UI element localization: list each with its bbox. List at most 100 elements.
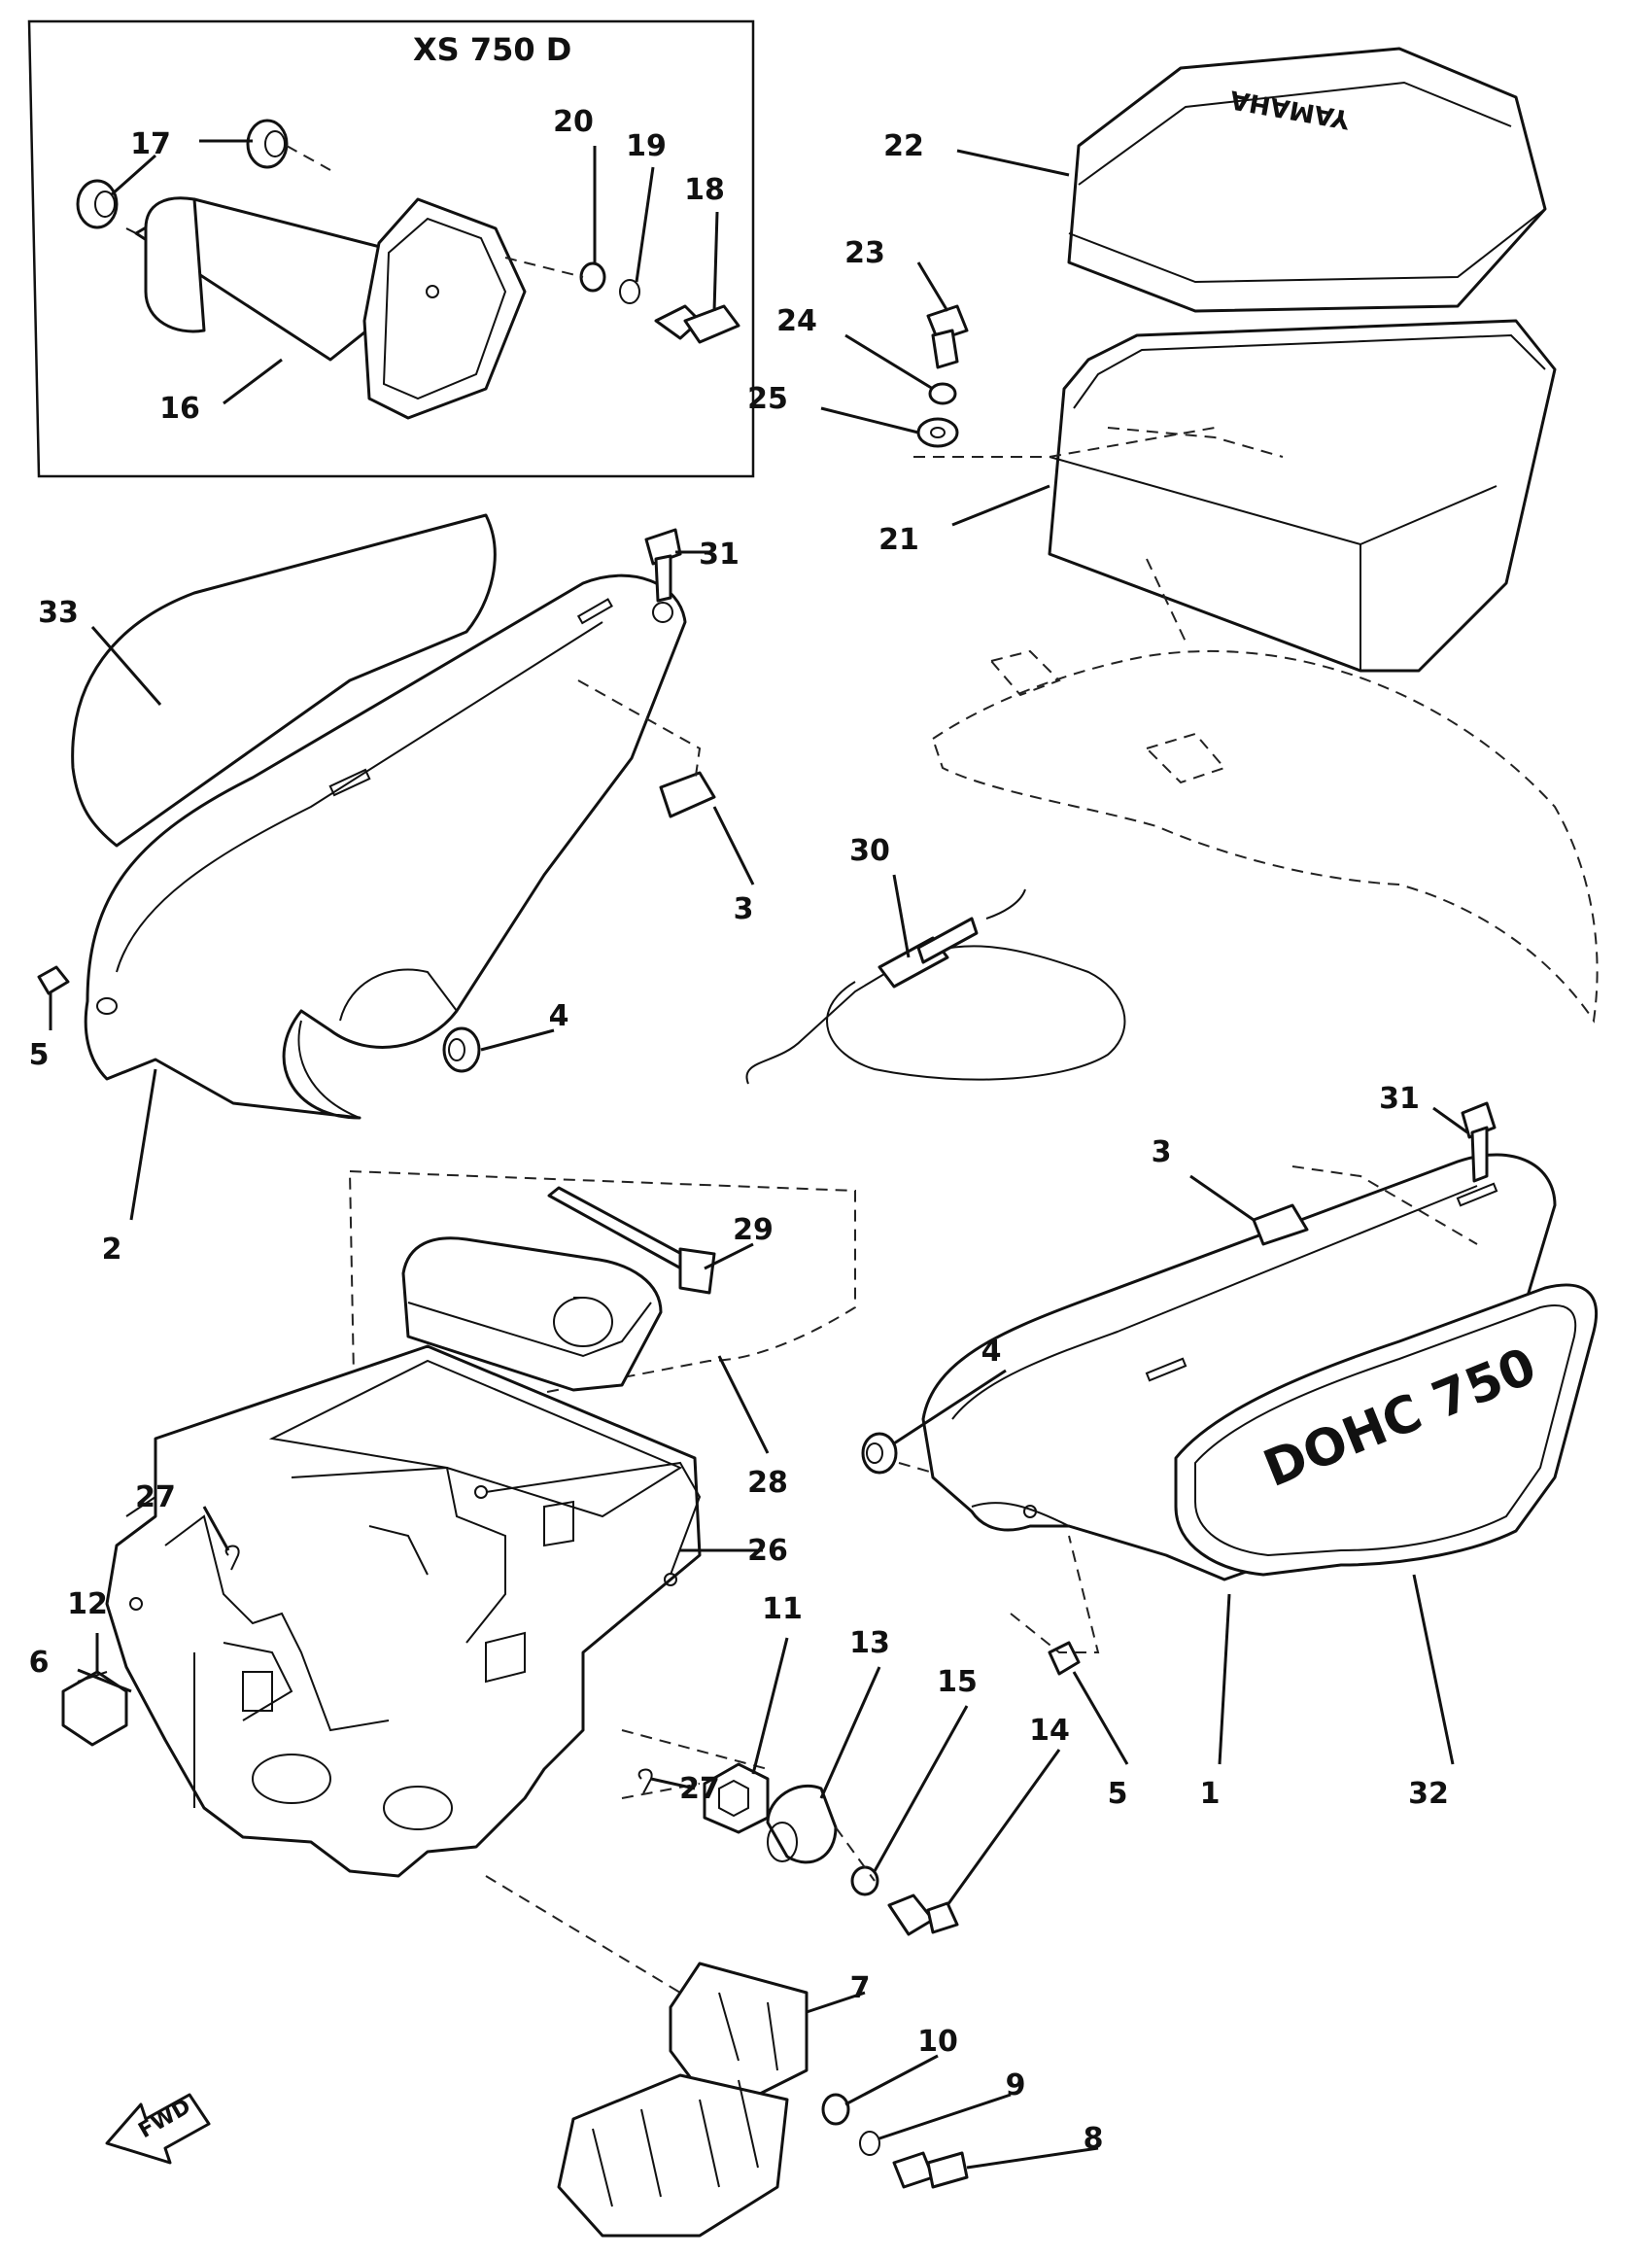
leader-line-c11 (751, 1637, 789, 1775)
part-23-bolt (926, 304, 969, 369)
callout-number-c19: 19 (626, 129, 667, 163)
part-24-lockwasher (928, 382, 957, 405)
part-26-rod (474, 1461, 702, 1586)
part-4-grommet-right (861, 1432, 934, 1475)
leader-line-c3b (1189, 1174, 1255, 1222)
leader-line-c13 (819, 1666, 881, 1799)
callout-number-c6: 6 (29, 1646, 50, 1680)
part-3-damper-left (577, 679, 716, 818)
leader-line-c31b (1432, 1106, 1468, 1134)
part-31-knob-right (1461, 1101, 1497, 1183)
part-16-bracket-assembly (125, 196, 527, 420)
part-13-cap (766, 1784, 838, 1864)
inset-frame (27, 19, 755, 478)
callout-number-c13: 13 (849, 1626, 890, 1660)
part-19-lockwasher (619, 279, 640, 304)
part-20-washer (579, 261, 606, 293)
callout-number-c18: 18 (684, 173, 725, 207)
leader-line-c27a (202, 1506, 230, 1551)
callout-number-c11: 11 (762, 1592, 803, 1626)
callout-number-c28: 28 (747, 1466, 788, 1500)
part-27-clip-top (224, 1545, 240, 1571)
callout-number-c24: 24 (776, 304, 817, 338)
callout-number-c22: 22 (883, 129, 924, 163)
callout-number-c31b: 31 (1379, 1082, 1420, 1116)
callout-number-c3b: 3 (1152, 1135, 1172, 1169)
part-25-washer (916, 417, 959, 448)
part-22-airbox-lid: YAMAHA (1067, 47, 1547, 313)
callout-number-c32: 32 (1408, 1777, 1449, 1811)
part-5-collar-left (37, 965, 70, 995)
leader-line-c30 (892, 874, 911, 958)
part-21-airbox (1048, 319, 1557, 673)
leader-line-c21 (951, 484, 1050, 527)
leader-line-c3a (712, 806, 755, 886)
leader-line-c8 (966, 2146, 1099, 2170)
callout-number-c31a: 31 (699, 538, 740, 572)
leader-line-c28 (717, 1355, 770, 1454)
callout-number-c27a: 27 (135, 1480, 176, 1514)
callout-number-c16: 16 (159, 392, 200, 426)
callout-number-c30: 30 (849, 834, 890, 868)
callout-number-c33: 33 (38, 596, 79, 630)
inset-title: XS 750 D (413, 31, 571, 68)
part-27-clip-bottom (637, 1768, 653, 1794)
leader-line-c5b (1072, 1671, 1129, 1765)
part-17-grommets (76, 119, 289, 229)
part-14-bolt (887, 1893, 959, 1936)
fwd-arrow: FWD (105, 2093, 211, 2165)
part-4-grommet-left (442, 1026, 481, 1073)
callout-number-c8: 8 (1084, 2122, 1104, 2156)
part-31-knob-left (644, 528, 682, 603)
leader-line-c24 (844, 333, 934, 391)
leader-line-c17 (111, 154, 156, 196)
part-18-bolt (654, 304, 740, 344)
callout-number-c15: 15 (937, 1665, 978, 1699)
callout-layer: 1720191816222324252131333305423132942827… (29, 105, 1468, 2170)
leader-line-c18 (712, 211, 719, 312)
leader-line-c22 (956, 149, 1070, 177)
callout-number-c5a: 5 (29, 1038, 50, 1072)
callout-number-c9: 9 (1006, 2068, 1026, 2102)
callout-number-c12: 12 (67, 1587, 108, 1621)
leader-line-c33 (90, 626, 162, 706)
callout-number-c1: 1 (1200, 1777, 1221, 1811)
leader-line-c10 (844, 2054, 939, 2106)
callout-number-c7: 7 (850, 1971, 871, 2005)
leader-line-c32 (1412, 1574, 1455, 1765)
part-28-toolkit (348, 1169, 856, 1431)
callout-number-c20: 20 (553, 105, 594, 139)
part-3-damper-right (1252, 1165, 1478, 1246)
leader-line-c6 (77, 1668, 132, 1693)
leader-line-c19 (635, 166, 655, 283)
leader-line-c2 (129, 1068, 157, 1221)
leader-line-c4a (480, 1028, 555, 1052)
callout-number-c3a: 3 (734, 892, 754, 926)
part-9-lockwasher (859, 2131, 880, 2156)
leader-line-c25 (820, 406, 919, 434)
callout-number-c23: 23 (844, 236, 885, 270)
part-7-holder (557, 1962, 809, 2238)
leader-line-c29 (704, 1242, 754, 1270)
callout-number-c27b: 27 (679, 1772, 720, 1806)
callout-number-c21: 21 (878, 523, 919, 557)
leader-line-c1 (1218, 1593, 1231, 1765)
leader-line-c4b (893, 1369, 1007, 1445)
callout-number-c10: 10 (917, 2025, 958, 2059)
part-5-collar-right (1010, 1535, 1100, 1676)
callout-number-c14: 14 (1029, 1714, 1070, 1748)
part-1-right-side-cover (921, 1153, 1557, 1581)
callout-number-c25: 25 (747, 382, 788, 416)
part-30-cable (745, 888, 1126, 1085)
callout-number-c26: 26 (747, 1534, 788, 1568)
leader-line-c9 (878, 2093, 1012, 2140)
part-8-bolt (892, 2151, 969, 2189)
rear-fender-ghost (931, 558, 1599, 1024)
leader-line-c7 (806, 1991, 866, 2014)
leader-line-c14 (946, 1749, 1061, 1906)
callout-number-c5b: 5 (1108, 1777, 1128, 1811)
part-2-left-side-cover (84, 573, 687, 1120)
part-12-damper (61, 1670, 128, 1747)
